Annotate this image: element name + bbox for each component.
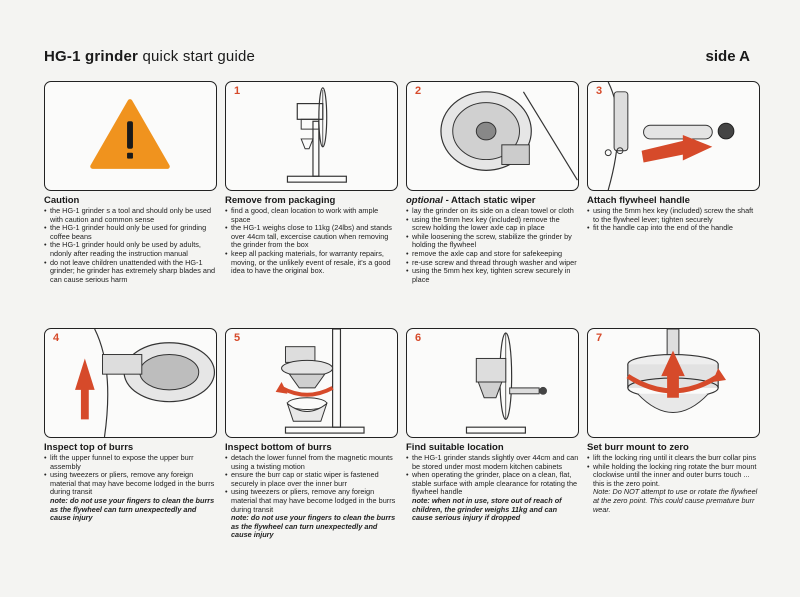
warning-triangle-icon	[90, 99, 170, 169]
panel-find-location: 6 Find suitable location the HG-1 grinde…	[406, 328, 579, 523]
grinder-side-illustration	[465, 332, 547, 434]
bullet-list: the HG-1 grinder s a tool and should onl…	[44, 206, 217, 285]
step-number: 4	[53, 332, 60, 344]
list-item: the HG-1 grinder stands slightly over 44…	[406, 453, 579, 471]
panel-title: Set burr mount to zero	[587, 442, 689, 453]
page-header: HG-1 grinder quick start guide side A	[44, 48, 750, 70]
warning-note: note: do not use your fingers to clean t…	[50, 495, 215, 523]
panel-title: Inspect top of burrs	[44, 442, 134, 453]
list-item: find a good, clean location to work with…	[225, 206, 398, 224]
burr-mount-illustration	[440, 91, 578, 181]
list-item: lift the locking ring until it clears th…	[587, 453, 760, 463]
burr-wear-note: Note: Do NOT attempt to use or rotate th…	[593, 487, 758, 514]
list-item: ensure the burr cap or static wiper is f…	[225, 470, 398, 488]
grinder-illustration	[286, 87, 347, 183]
list-item: do not leave children unattended with th…	[44, 258, 217, 285]
list-item: the HG-1 grinder hould only be used by a…	[44, 241, 217, 258]
handle-illustration	[604, 82, 735, 190]
step-number: 2	[415, 85, 422, 97]
panel-title: Remove from packaging	[225, 195, 336, 206]
list-item: the HG-1 grinder s a tool and should onl…	[44, 206, 217, 224]
step-number: 1	[234, 85, 241, 97]
funnel-lift-illustration	[75, 329, 216, 437]
location-figure: 6	[406, 328, 579, 438]
panel-title: Find suitable location	[406, 442, 504, 453]
step-number: 7	[596, 332, 603, 344]
list-item: re-use screw and thread through washer a…	[406, 258, 579, 268]
caution-figure	[44, 81, 217, 191]
bullet-list: lift the upper funnel to expose the uppe…	[44, 453, 217, 497]
list-item: detach the lower funnel from the magneti…	[225, 453, 398, 471]
list-item: keep all packing materials, for warranty…	[225, 249, 398, 276]
panel-title: Caution	[44, 195, 80, 206]
bullet-list: find a good, clean location to work with…	[225, 206, 398, 276]
list-item: using the 5mm hex key (included) remove …	[406, 215, 579, 233]
panel-remove-packaging: 1 Remove from packaging find a good, cle…	[225, 81, 398, 276]
list-item: the HG-1 weighs close to 11kg (24lbs) an…	[225, 223, 398, 250]
panel-set-zero: 7 Set burr mount to zero lift the lockin…	[587, 328, 760, 514]
panel-inspect-top: 4 Inspect top of burrs lift the upper fu…	[44, 328, 217, 523]
side-label: side A	[705, 48, 750, 65]
list-item: lift the upper funnel to expose the uppe…	[44, 453, 217, 471]
bullet-list: detach the lower funnel from the magneti…	[225, 453, 398, 514]
list-item: when operating the grinder, place on a c…	[406, 470, 579, 497]
inspect-bottom-figure: 5	[225, 328, 398, 438]
bullet-list: lay the grinder on its side on a clean t…	[406, 206, 579, 284]
bullet-list: using the 5mm hex key (included) screw t…	[587, 206, 760, 233]
handle-figure: 3	[587, 81, 760, 191]
list-item: while holding the locking ring rotate th…	[587, 462, 760, 489]
wiper-figure: 2	[406, 81, 579, 191]
panel-static-wiper: 2 optional - Attach static wiper lay the…	[406, 81, 579, 284]
warning-note: note: when not in use, store out of reac…	[412, 495, 562, 523]
list-item: while loosening the screw, stabilize the…	[406, 232, 579, 250]
step-number: 6	[415, 332, 422, 344]
panel-flywheel-handle: 3 Attach flywheel handle using the 5mm h…	[587, 81, 760, 233]
lower-funnel-illustration	[275, 329, 365, 434]
list-item: using tweezers or pliers, remove any for…	[225, 488, 398, 514]
list-item: using tweezers or pliers, remove any for…	[44, 470, 217, 497]
bullet-list: the HG-1 grinder stands slightly over 44…	[406, 453, 579, 497]
list-item: lay the grinder on its side on a clean t…	[406, 206, 579, 216]
grinder-figure: 1	[225, 81, 398, 191]
panel-title: Inspect bottom of burrs	[225, 442, 332, 453]
list-item: fit the handle cap into the end of the h…	[587, 224, 760, 233]
locking-ring-illustration	[626, 329, 727, 413]
warning-note: note: do not use your fingers to clean t…	[231, 513, 396, 540]
list-item: using the 5mm hex key (included) screw t…	[587, 206, 760, 224]
inspect-top-figure: 4	[44, 328, 217, 438]
list-item: remove the axle cap and store for safeke…	[406, 249, 579, 259]
panel-title: optional - Attach static wiper	[406, 195, 536, 206]
step-number: 3	[596, 85, 603, 97]
panel-title: Attach flywheel handle	[587, 195, 690, 206]
bullet-list: lift the locking ring until it clears th…	[587, 453, 760, 489]
page-title: HG-1 grinder quick start guide	[44, 48, 256, 65]
step-number: 5	[234, 332, 241, 344]
list-item: the HG-1 grinder hould only be used for …	[44, 223, 217, 241]
zero-figure: 7	[587, 328, 760, 438]
panel-caution: Caution the HG-1 grinder s a tool and sh…	[44, 81, 217, 284]
panel-inspect-bottom: 5 Inspect bottom of burrs detach the low…	[225, 328, 398, 540]
list-item: using the 5mm hex key, tighten screw sec…	[406, 266, 579, 284]
